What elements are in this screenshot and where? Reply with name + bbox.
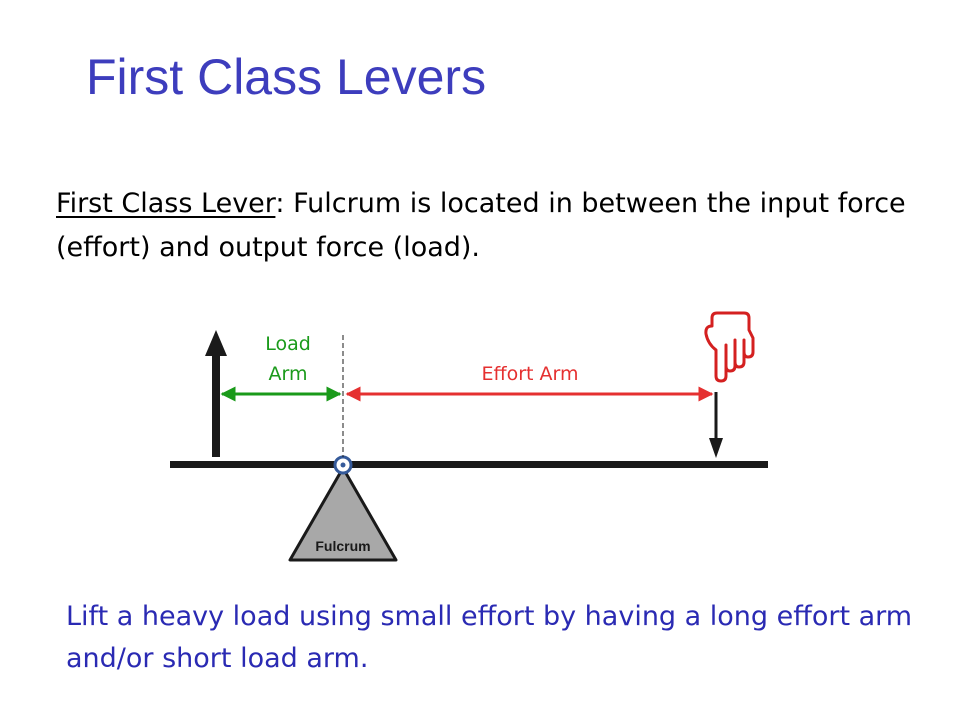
definition-text: First Class Lever: Fulcrum is located in… — [56, 182, 916, 270]
load-force-arrowhead — [205, 330, 227, 356]
effort-arm-label: Effort Arm — [481, 363, 578, 385]
definition-separator: : — [275, 188, 285, 219]
lever-bar — [170, 461, 768, 468]
caption-text: Lift a heavy load using small effort by … — [66, 601, 913, 674]
load-arm-label-line1: Load — [265, 333, 311, 355]
load-force-shaft — [212, 350, 220, 457]
slide-title: First Class Levers — [86, 49, 487, 105]
load-arm-label-line2: Arm — [269, 363, 308, 385]
effort-force-arrowhead — [709, 438, 723, 458]
pivot-center — [340, 462, 346, 468]
pointing-hand-icon — [704, 311, 755, 383]
definition-term: First Class Lever — [56, 188, 276, 219]
fulcrum-label: Fulcrum — [315, 538, 370, 554]
definition-body: Fulcrum is located in between the input … — [56, 188, 906, 263]
fulcrum-triangle — [288, 466, 398, 562]
